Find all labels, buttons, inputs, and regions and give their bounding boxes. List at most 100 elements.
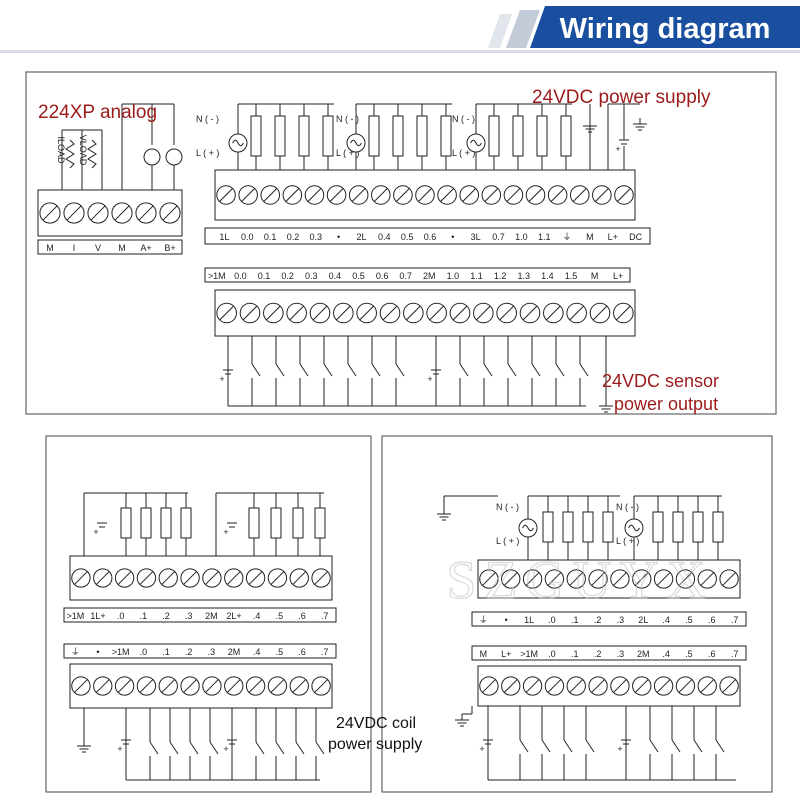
screw-slot [547, 572, 562, 586]
left-input-terminal-label: .6 [298, 647, 306, 657]
switch-blade [275, 363, 285, 377]
load-resistor [512, 115, 524, 157]
load-resistor [416, 115, 428, 157]
left-output-terminal-block [69, 555, 333, 601]
screw-slot [270, 571, 285, 585]
input-terminal-label: 0.6 [376, 271, 389, 281]
watermark: SZGUYX [446, 550, 713, 610]
screw-slot [700, 679, 715, 693]
screw-slot [219, 188, 233, 202]
right-input-terminal-label: .0 [548, 649, 556, 659]
load-resistor [536, 115, 548, 157]
screw-slot [90, 205, 106, 221]
switch-blade [579, 363, 589, 377]
screw-slot [656, 572, 671, 586]
switch-blade [531, 363, 541, 377]
load-resistor [270, 507, 282, 539]
left-input-terminal-block [69, 663, 333, 709]
panel-left-frame [45, 435, 372, 793]
screw-slot [499, 305, 514, 321]
switch-blade [483, 363, 493, 377]
left-output-terminal-label: .5 [276, 611, 284, 621]
input-terminal-block [214, 289, 636, 337]
screw-slot [462, 188, 477, 202]
left-output-terminal-label: .7 [321, 611, 329, 621]
switch-blade [295, 741, 305, 755]
load-resistor [120, 507, 132, 539]
screw-slot [572, 188, 587, 202]
screw-slot [307, 188, 322, 202]
output-terminal-label: M [586, 232, 594, 242]
load-resistor [292, 507, 304, 539]
left-input-terminal-label: ⏚ [71, 647, 80, 657]
ac-line-label: L ( + ) [336, 148, 359, 158]
screw-slot [506, 188, 521, 202]
switch-blade [395, 363, 405, 377]
header-banner: Wiring diagram [0, 6, 800, 53]
screw-slot [183, 571, 197, 585]
screw-slot [42, 205, 58, 221]
ac-wave [628, 524, 640, 532]
ac-line-label: L ( + ) [496, 536, 519, 546]
screw-slot [139, 679, 154, 693]
screw-slot [74, 679, 88, 693]
output-terminal-label: 3L [471, 232, 481, 242]
screw-slot [476, 305, 491, 321]
right-input-terminal-block [477, 665, 741, 707]
switch-blade [519, 739, 529, 753]
screw-slot [382, 305, 398, 321]
analog-terminal-label: M [118, 243, 126, 253]
right-output-label-strip [471, 611, 747, 627]
coil-supply-label-2: power supply [328, 736, 422, 753]
screw-slot [594, 188, 609, 202]
load-resistor [248, 507, 260, 539]
ac-line-label: L ( + ) [452, 148, 475, 158]
left-input-terminal-label: 2M [228, 647, 241, 657]
screw-slot [700, 572, 715, 586]
coil-supply-label-1: 24VDC coil [336, 715, 416, 732]
left-output-terminal-label: .4 [253, 611, 261, 621]
input-label-strip [204, 267, 631, 283]
screw-slot [503, 572, 518, 586]
load-resistor [314, 507, 326, 539]
left-input-terminal-label: .5 [276, 647, 284, 657]
screw-slot [162, 205, 178, 221]
output-terminal-label: • [451, 232, 454, 242]
input-terminal-label: 0.7 [399, 271, 412, 281]
switch-blade [347, 363, 357, 377]
load-resistor [602, 511, 614, 543]
panel-top-frame [25, 71, 777, 415]
input-terminal-label: 0.3 [305, 271, 318, 281]
left-output-terminal-label: .6 [298, 611, 306, 621]
screw-slot [219, 305, 234, 321]
screw-slot [634, 572, 649, 586]
ac-line-label: L ( + ) [616, 536, 639, 546]
output-terminal-label: ⏚ [563, 232, 572, 242]
screw-slot [289, 305, 304, 321]
battery-plus: + [117, 744, 122, 754]
output-terminal-label: 0.4 [378, 232, 391, 242]
screw-slot [547, 679, 562, 693]
right-input-label-strip [471, 645, 747, 661]
load-resistor [692, 511, 704, 543]
screw-slot [429, 305, 444, 321]
load-resistor [562, 511, 574, 543]
screw-slot [263, 188, 278, 202]
input-terminal-label: 0.4 [329, 271, 342, 281]
load-resistor [652, 511, 664, 543]
left-output-terminal-label: 2M [205, 611, 218, 621]
switch-blade [585, 739, 595, 753]
screw-slot [285, 188, 300, 202]
right-output-terminal-label: • [505, 615, 508, 625]
screw-slot [242, 305, 258, 321]
battery-plus: + [223, 527, 228, 537]
screw-slot [359, 305, 374, 321]
right-input-terminal-label: 2M [637, 649, 650, 659]
right-output-terminal-block [477, 559, 741, 599]
screw-slot [546, 305, 561, 321]
screw-slot [569, 679, 584, 693]
load-resistor [180, 507, 192, 539]
input-terminal-label: L+ [613, 271, 623, 281]
screw-slot [440, 188, 454, 202]
screw-slot [484, 188, 499, 202]
